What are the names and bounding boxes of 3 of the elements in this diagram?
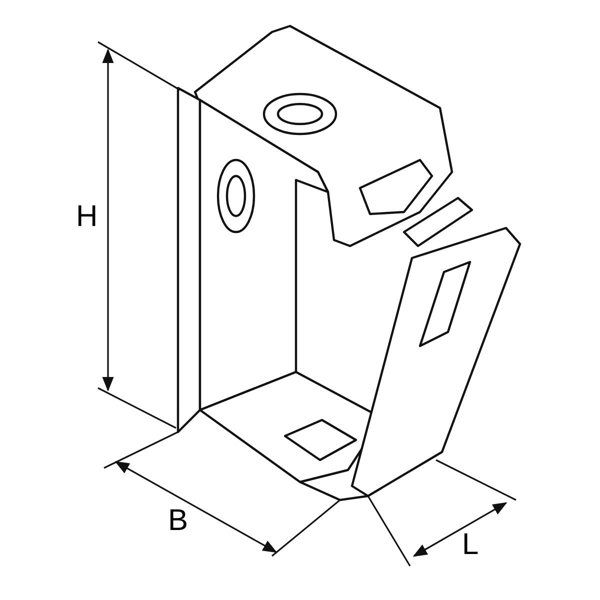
dimension-label: L [462, 530, 479, 560]
dimension-label: B [168, 506, 188, 536]
dimension-label: H [76, 202, 98, 232]
